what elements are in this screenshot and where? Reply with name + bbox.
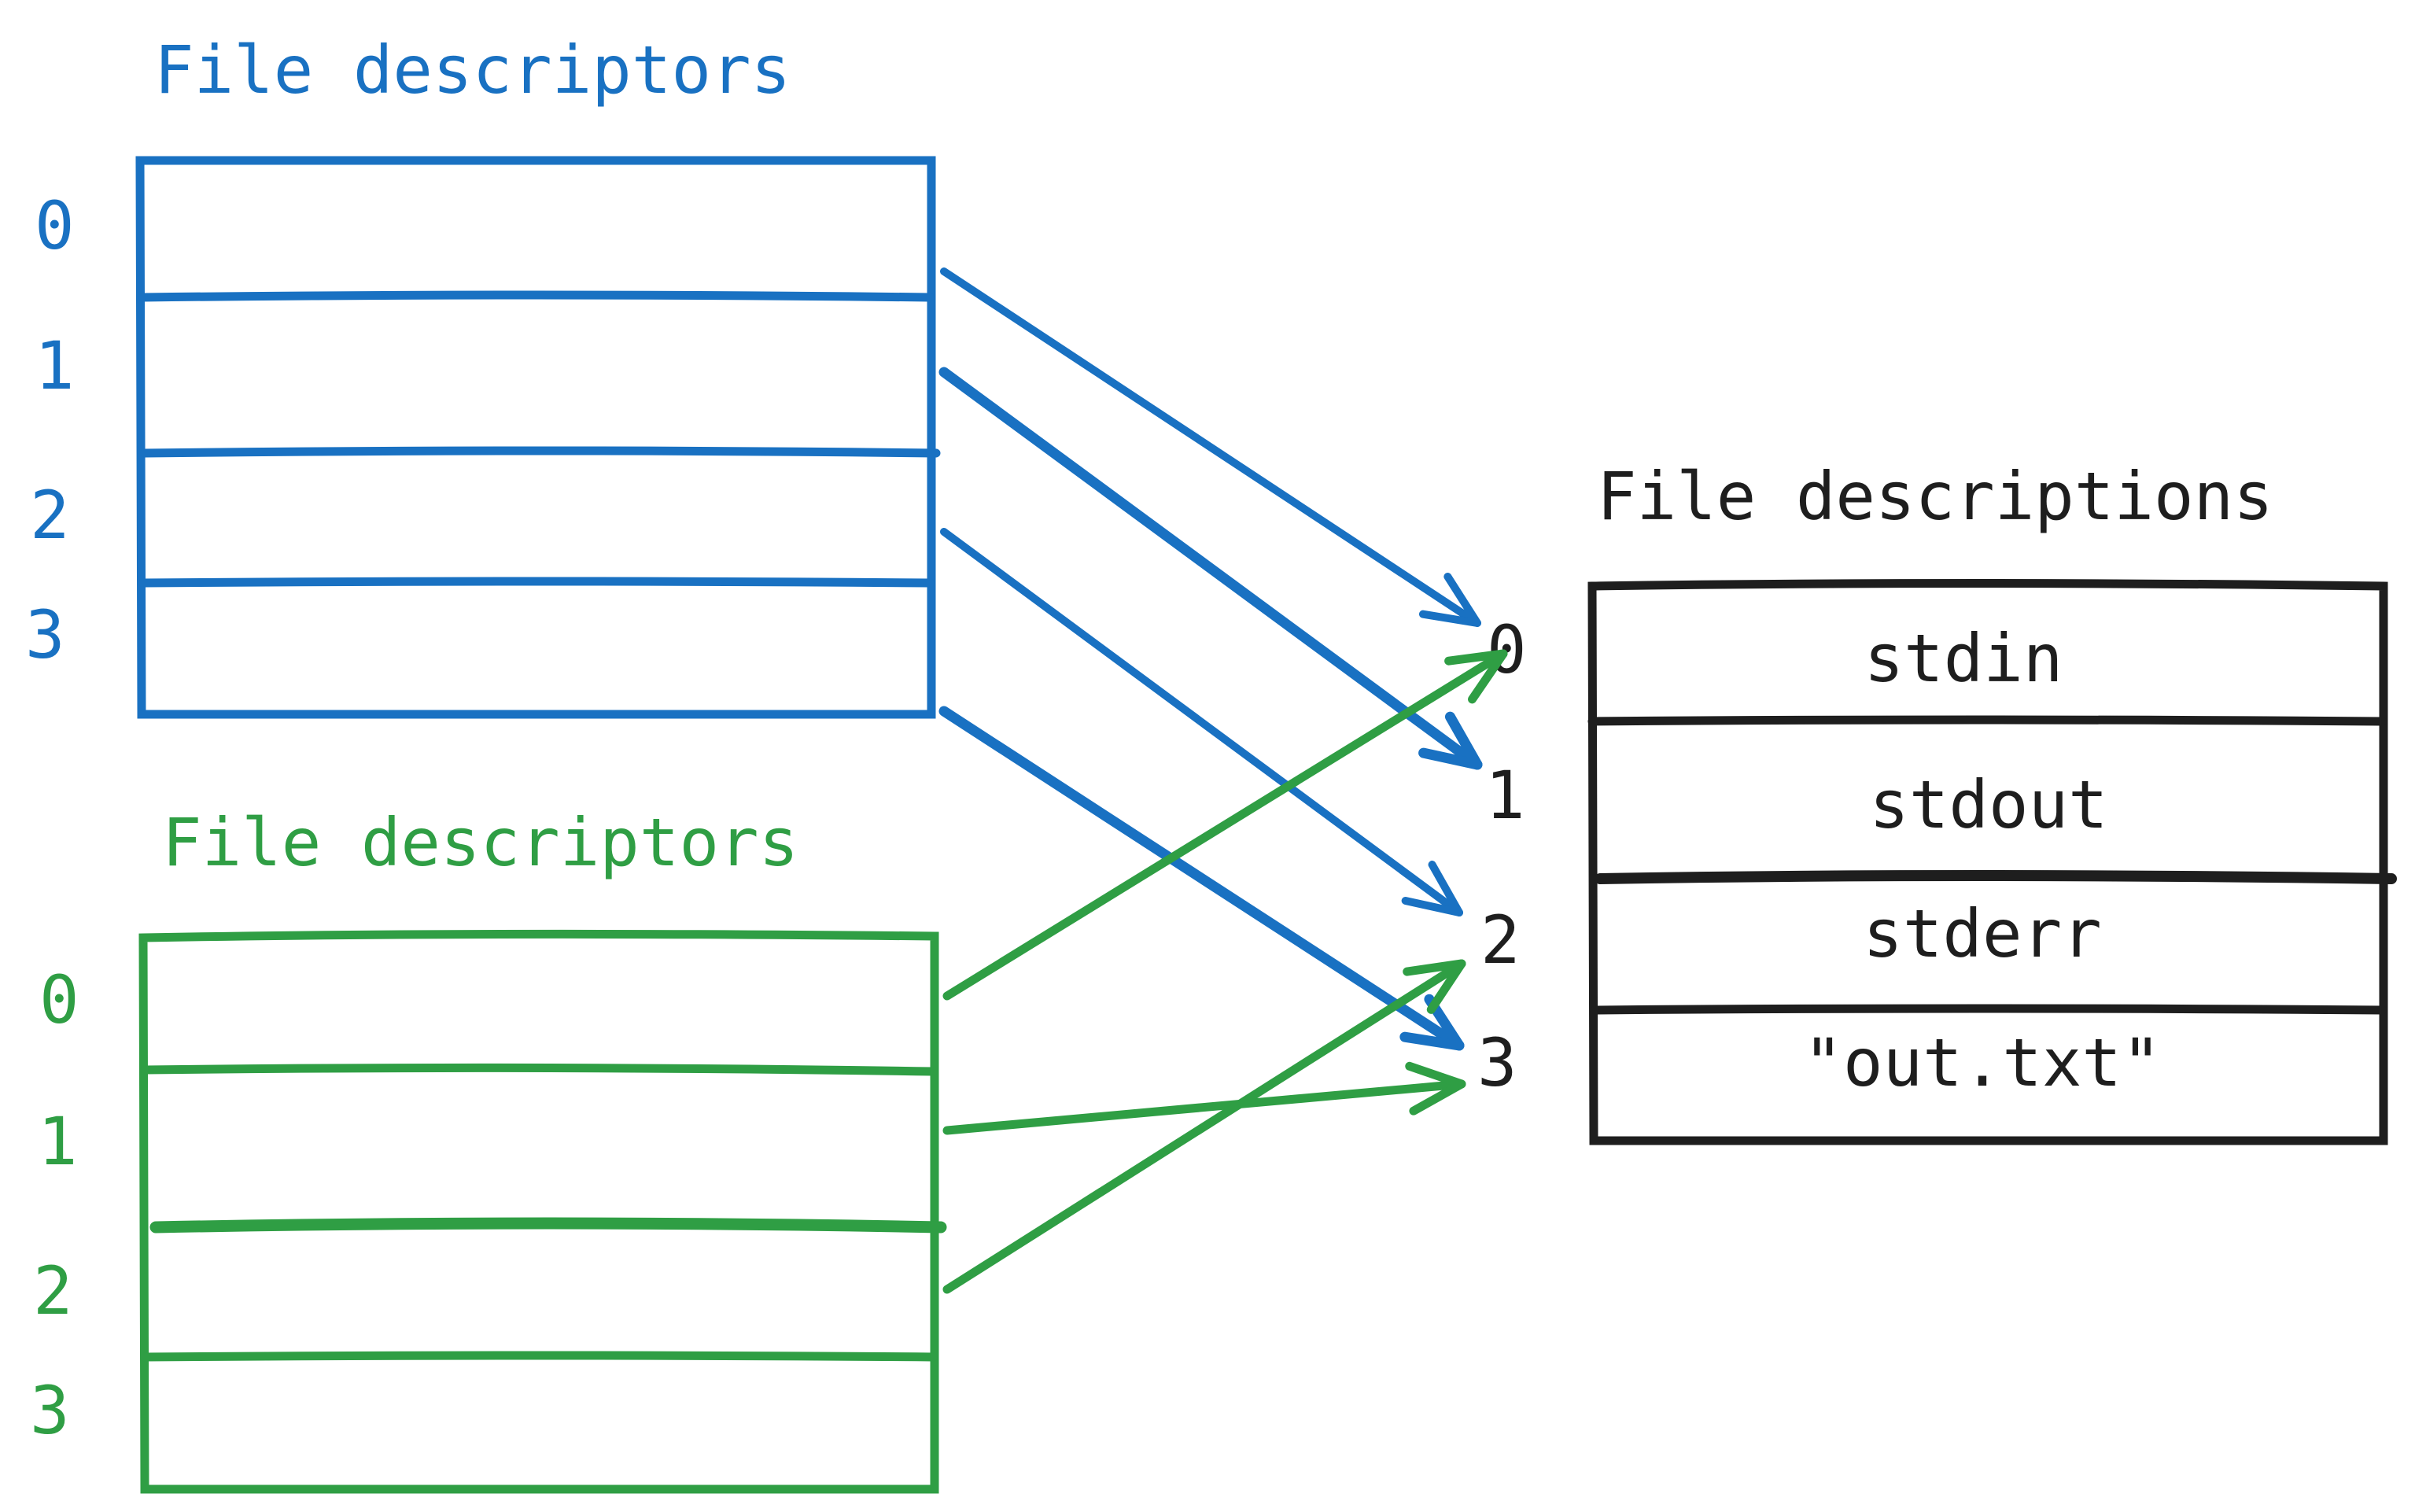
arrow-b-fd2-to-desc2 — [942, 959, 1466, 1294]
process-b-index-0: 0 — [39, 961, 79, 1038]
arrow-b-fd0-to-desc0-head — [1444, 649, 1508, 704]
process-a-row-divider — [140, 446, 941, 458]
description-index-3: 3 — [1477, 1024, 1517, 1101]
process-b-index-3: 3 — [30, 1372, 70, 1449]
descriptions-row-divider — [1591, 1004, 2387, 1015]
descriptions-table — [1587, 579, 2397, 1145]
arrow-a-fd2-to-desc2-shaft — [940, 528, 1463, 916]
arrow-a-fd1-to-desc1 — [938, 367, 1483, 770]
arrow-b-fd1-to-desc3 — [942, 1061, 1466, 1135]
arrow-b-fd2-to-desc2-shaft — [942, 959, 1466, 1294]
description-entry-stderr: stderr — [1863, 895, 2101, 972]
process-b-table — [138, 929, 947, 1494]
process-b-row-divider — [149, 1217, 947, 1234]
descriptions-row-divider — [1587, 715, 2387, 726]
arrow-a-fd2-to-desc2 — [940, 528, 1463, 916]
arrow-b-fd1-to-desc3-head — [1405, 1061, 1466, 1116]
process-b-group: File descriptors 0 1 2 3 — [30, 804, 947, 1494]
process-b-table-border — [138, 929, 939, 1494]
process-a-index-3: 3 — [25, 596, 65, 673]
arrow-a-fd0-to-desc0-head — [1418, 572, 1481, 627]
process-b-title: File descriptors — [162, 804, 798, 881]
descriptions-title: File descriptions — [1597, 458, 2273, 535]
description-index-1: 1 — [1485, 757, 1525, 834]
arrow-a-fd3-to-desc3-shaft — [938, 706, 1465, 1051]
descriptions-row-divider — [1595, 870, 2397, 884]
description-index-2: 2 — [1480, 902, 1521, 979]
arrow-a-fd1-to-desc1-head — [1418, 711, 1483, 770]
arrow-a-fd2-to-desc2-head — [1401, 861, 1463, 916]
process-a-row-divider — [138, 577, 935, 588]
description-entry-out-txt: "out.txt" — [1803, 1024, 2161, 1101]
process-b-row-divider — [140, 1351, 938, 1362]
description-entry-stdin: stdin — [1864, 620, 2063, 697]
process-a-index-1: 1 — [35, 327, 75, 404]
process-a-group: File descriptors 0 1 2 3 — [25, 31, 941, 719]
process-a-title: File descriptors — [154, 31, 791, 109]
arrow-b-fd0-to-desc0 — [942, 649, 1508, 1001]
process-a-row-divider — [138, 290, 935, 302]
arrow-a-fd3-to-desc3 — [938, 706, 1465, 1051]
arrow-b-fd1-to-desc3-shaft — [942, 1079, 1466, 1135]
arrow-b-fd2-to-desc2-head — [1403, 959, 1466, 1014]
process-a-index-0: 0 — [35, 187, 75, 264]
process-b-row-divider — [140, 1063, 938, 1076]
arrow-b-fd0-to-desc0-shaft — [942, 649, 1508, 1001]
arrow-a-fd0-to-desc0 — [940, 267, 1481, 627]
process-b-index-2: 2 — [33, 1252, 73, 1329]
process-a-index-2: 2 — [30, 477, 70, 554]
arrows-layer — [938, 267, 1508, 1294]
descriptions-group: File descriptions stdin stdout stderr "o… — [1477, 458, 2397, 1145]
description-entry-stdout: stdout — [1869, 766, 2107, 843]
arrow-a-fd3-to-desc3-head — [1399, 994, 1465, 1051]
descriptions-table-border — [1587, 579, 2388, 1145]
process-b-index-1: 1 — [38, 1103, 78, 1180]
arrow-a-fd1-to-desc1-shaft — [938, 367, 1483, 770]
process-a-table — [135, 156, 941, 719]
arrow-a-fd0-to-desc0-shaft — [940, 267, 1481, 627]
process-a-table-border — [135, 156, 936, 719]
